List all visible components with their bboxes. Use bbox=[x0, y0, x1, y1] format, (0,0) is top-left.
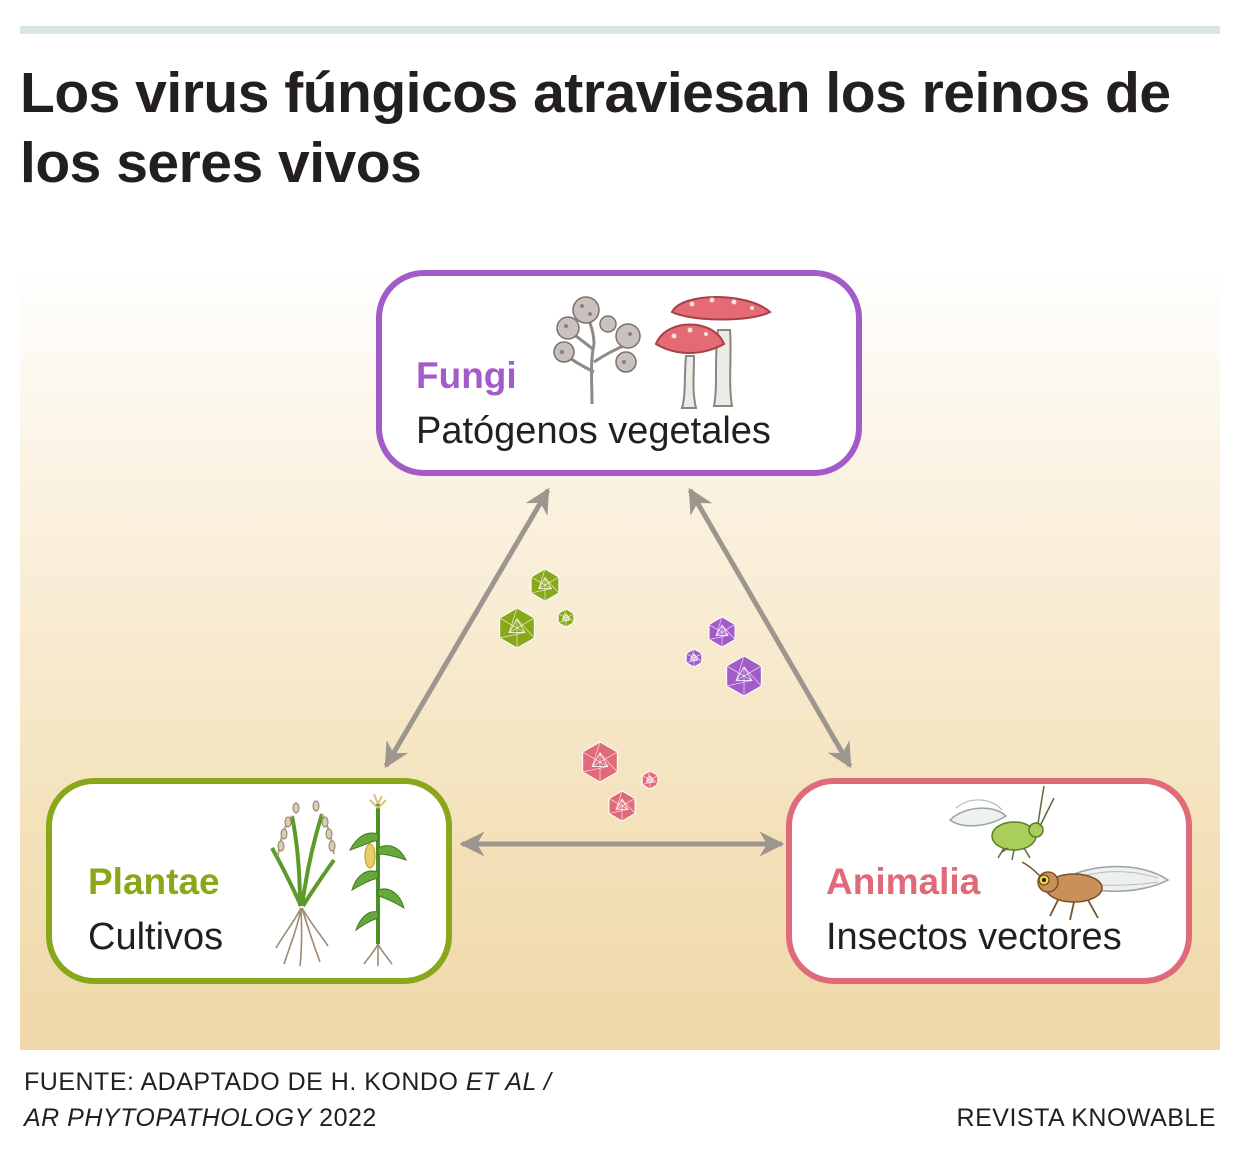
purple-virus-particle-3 bbox=[726, 655, 762, 697]
corn-plant-icon bbox=[349, 794, 407, 966]
source-line-1: FUENTE: ADAPTADO DE H. KONDO ET AL / bbox=[24, 1068, 552, 1096]
plantae-node bbox=[46, 778, 452, 984]
mold-icon bbox=[553, 296, 641, 405]
plantae-role-label: Cultivos bbox=[88, 916, 224, 958]
source-line-2: AR PHYTOPATHOLOGY 2022 bbox=[24, 1104, 377, 1132]
top-rule bbox=[20, 26, 1220, 34]
animalia-kingdom-label: Animalia bbox=[826, 861, 981, 902]
fungi-kingdom-label: Fungi bbox=[416, 355, 517, 396]
publisher-credit: REVISTA KNOWABLE bbox=[956, 1104, 1216, 1132]
virus-particles bbox=[499, 568, 762, 822]
arrow-fungi-animalia bbox=[687, 487, 853, 769]
pink-virus-particle-3 bbox=[608, 790, 636, 822]
pink-virus-particle-2 bbox=[641, 770, 659, 790]
purple-virus-particle-2 bbox=[685, 648, 703, 668]
purple-virus-particle-1 bbox=[708, 616, 736, 648]
rice-plant-icon bbox=[270, 800, 336, 967]
pink-virus-particle-1 bbox=[582, 741, 618, 783]
page-title: Los virus fúngicos atraviesan los reinos… bbox=[20, 61, 1171, 195]
mushroom-icon bbox=[654, 296, 772, 409]
green-virus-particle-3 bbox=[557, 608, 575, 628]
plantae-kingdom-label: Plantae bbox=[88, 861, 220, 902]
animalia-role-label: Insectos vectores bbox=[826, 916, 1122, 958]
fungi-node bbox=[376, 270, 862, 476]
fungi-role-label: Patógenos vegetales bbox=[416, 410, 771, 452]
green-virus-particle-2 bbox=[499, 607, 535, 649]
green-virus-particle-1 bbox=[530, 568, 560, 602]
source-credit: FUENTE: ADAPTADO DE H. KONDO ET AL / AR … bbox=[24, 1064, 551, 1136]
leafhopper-icon bbox=[1022, 861, 1170, 921]
aphid-icon bbox=[948, 786, 1055, 860]
arrow-fungi-plantae bbox=[383, 487, 551, 769]
